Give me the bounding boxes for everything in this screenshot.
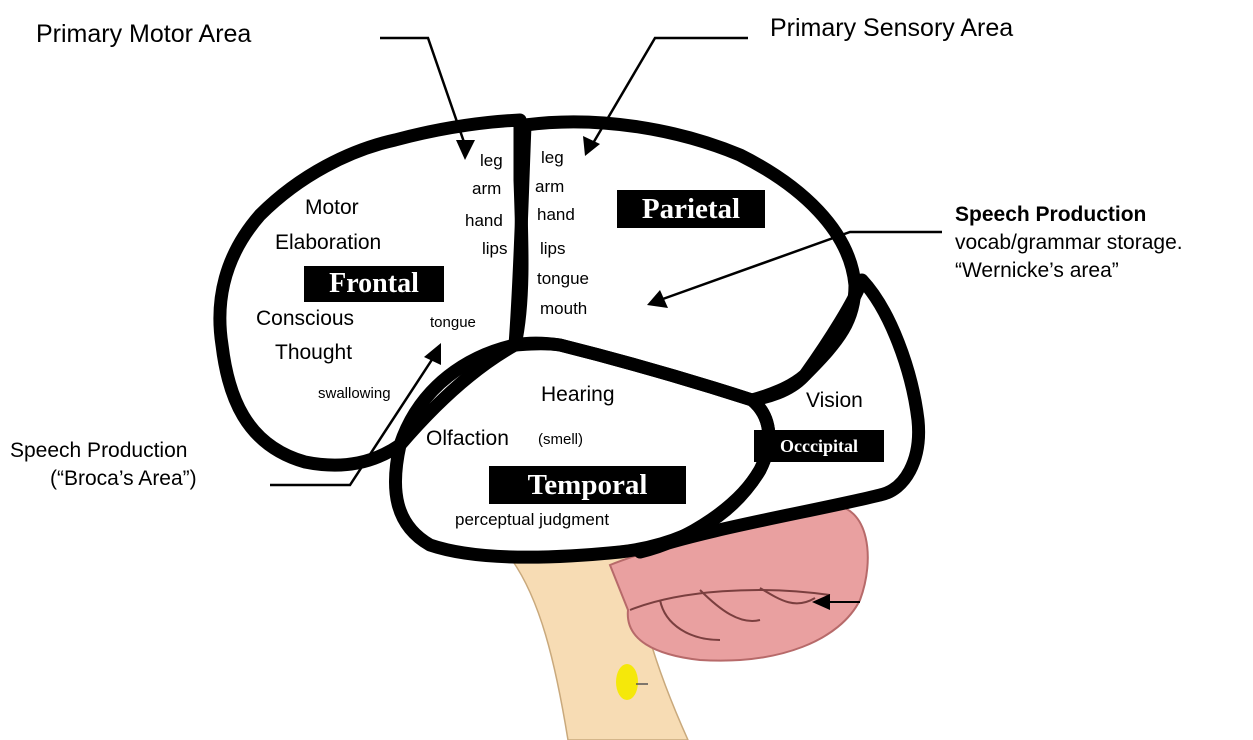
sensory-lips-label: lips bbox=[540, 240, 566, 257]
smell-label: (smell) bbox=[538, 432, 583, 447]
olfaction-label: Olfaction bbox=[426, 428, 509, 449]
sensory-tongue-label: tongue bbox=[537, 270, 589, 287]
broca-line1-label: Speech Production bbox=[10, 440, 187, 461]
tongue-motor-label: tongue bbox=[430, 315, 476, 330]
primary-motor-area-label: Primary Motor Area bbox=[36, 22, 251, 47]
primary-sensory-area-label: Primary Sensory Area bbox=[770, 16, 1013, 41]
parietal-lobe-label: Parietal bbox=[617, 190, 765, 228]
parietal-lobe-outline bbox=[515, 122, 855, 400]
temporal-lobe-label: Temporal bbox=[489, 466, 686, 504]
sensory-hand-label: hand bbox=[537, 206, 575, 223]
motor-label: Motor bbox=[305, 197, 359, 218]
vision-label: Vision bbox=[806, 390, 863, 411]
hearing-label: Hearing bbox=[541, 384, 615, 405]
swallowing-label: swallowing bbox=[318, 386, 391, 401]
motor-arm-label: arm bbox=[472, 180, 501, 197]
motor-hand-label: hand bbox=[465, 212, 503, 229]
motor-lips-label: lips bbox=[482, 240, 508, 257]
wernicke-line1-label: vocab/grammar storage. bbox=[955, 232, 1183, 253]
sensory-mouth-label: mouth bbox=[540, 300, 587, 317]
perceptual-judgment-label: perceptual judgment bbox=[455, 511, 609, 528]
thought-label: Thought bbox=[275, 342, 352, 363]
conscious-label: Conscious bbox=[256, 308, 354, 329]
leader-lines bbox=[270, 38, 942, 485]
motor-leg-label: leg bbox=[480, 152, 503, 169]
sensory-leg-label: leg bbox=[541, 149, 564, 166]
occipital-lobe-label: Occcipital bbox=[754, 430, 884, 462]
elaboration-label: Elaboration bbox=[275, 232, 381, 253]
wernicke-line2-label: “Wernicke’s area” bbox=[955, 260, 1119, 281]
wernicke-title-label: Speech Production bbox=[955, 204, 1146, 225]
frontal-lobe-label: Frontal bbox=[304, 266, 444, 302]
occipital-lobe-outline bbox=[640, 280, 919, 552]
sensory-arm-label: arm bbox=[535, 178, 564, 195]
yellow-marker bbox=[616, 664, 638, 700]
broca-line2-label: (“Broca’s Area”) bbox=[50, 468, 197, 489]
